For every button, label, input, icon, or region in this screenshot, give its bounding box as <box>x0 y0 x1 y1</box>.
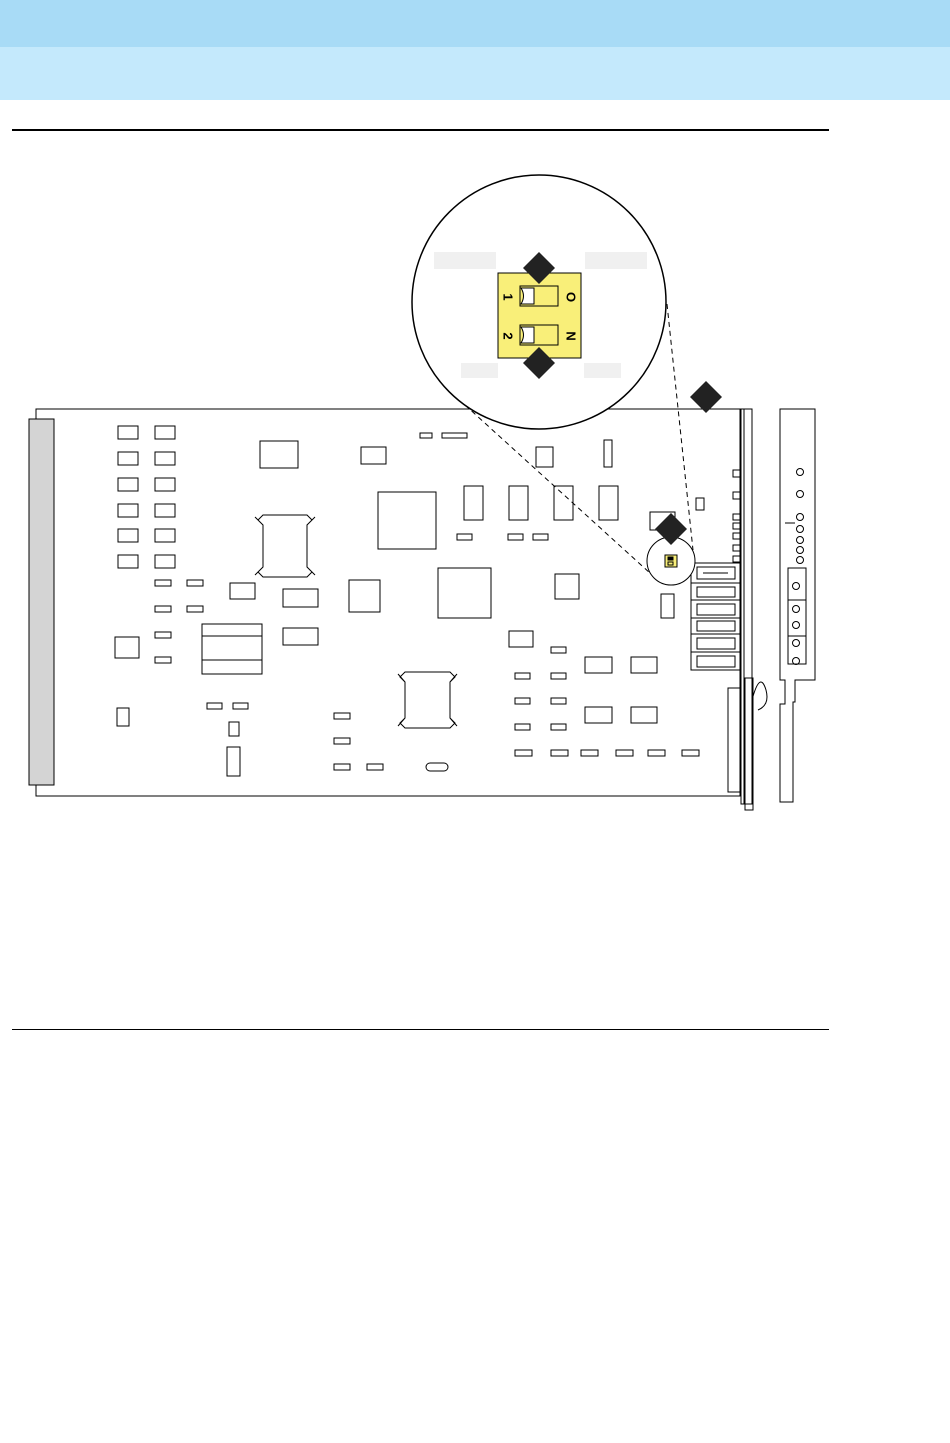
plcc-chip-lower <box>398 672 457 728</box>
callout-diamond <box>690 381 722 413</box>
on-label: N <box>564 331 579 340</box>
ejector-latch <box>728 688 741 792</box>
memory-chip <box>438 568 491 618</box>
label-placeholder <box>584 363 621 378</box>
side-led <box>797 469 804 476</box>
side-led <box>797 526 804 533</box>
side-led <box>797 557 804 564</box>
modular-jacks <box>691 563 740 670</box>
side-led <box>797 537 804 544</box>
processor-chip <box>378 492 436 549</box>
side-led <box>797 547 804 554</box>
label-placeholder <box>434 252 496 269</box>
label-placeholder <box>585 252 647 269</box>
plcc-chip <box>255 515 315 577</box>
switch-position-label: 2 <box>501 332 516 339</box>
label-placeholder <box>461 363 498 378</box>
on-label: O <box>564 292 579 302</box>
circuit-card-outline <box>36 409 740 796</box>
bottom-rule <box>12 1029 829 1030</box>
latch-hook <box>752 682 767 710</box>
switch-position-label: 1 <box>501 293 516 300</box>
edge-connector-panel <box>29 419 54 785</box>
transformer-block <box>202 624 262 674</box>
side-led <box>797 514 804 521</box>
faceplate-bar <box>741 409 752 804</box>
side-led <box>797 491 804 498</box>
dip-switch: 1 2 O N <box>498 273 581 358</box>
